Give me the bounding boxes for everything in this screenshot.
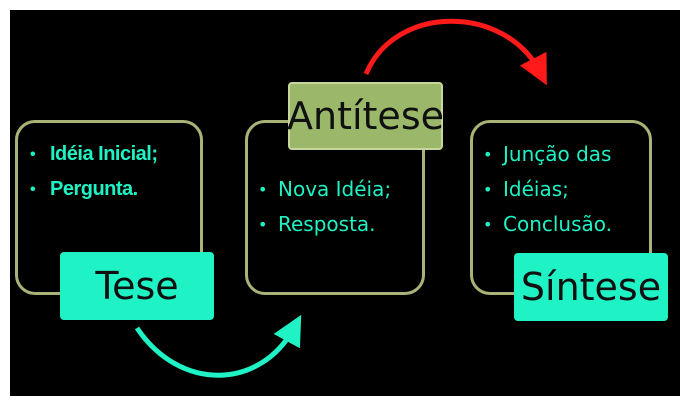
- sintese-label: Síntese: [514, 253, 668, 321]
- antitese-bullets: Nova Idéia; Resposta.: [256, 172, 391, 242]
- sintese-bullets: Junção das Idéias; Conclusão.: [481, 137, 612, 242]
- arrows-layer: [134, 18, 547, 378]
- tese-bullet-2: Pergunta.: [28, 172, 157, 207]
- sintese-bullet-2: Conclusão.: [481, 207, 612, 242]
- antitese-bullet-2: Resposta.: [256, 207, 391, 242]
- diagram-canvas: Idéia Inicial; Pergunta. Tese Nova Idéia…: [10, 10, 680, 396]
- sintese-bullet-1: Junção das: [481, 137, 612, 172]
- sintese-bullet-1-cont: Idéias;: [481, 172, 612, 207]
- sintese-box: Junção das Idéias; Conclusão.: [470, 120, 652, 295]
- teal-arrow-icon: [134, 314, 302, 378]
- antitese-box: Nova Idéia; Resposta.: [245, 120, 425, 295]
- tese-bullets: Idéia Inicial; Pergunta.: [28, 137, 158, 207]
- red-arrow-icon: [363, 18, 547, 86]
- tese-label: Tese: [60, 252, 214, 320]
- antitese-label: Antítese: [287, 82, 444, 150]
- antitese-bullet-1: Nova Idéia;: [256, 172, 391, 207]
- sintese-bullet-1-cont-text: Idéias;: [503, 177, 569, 201]
- tese-bullet-1: Idéia Inicial;: [28, 137, 158, 172]
